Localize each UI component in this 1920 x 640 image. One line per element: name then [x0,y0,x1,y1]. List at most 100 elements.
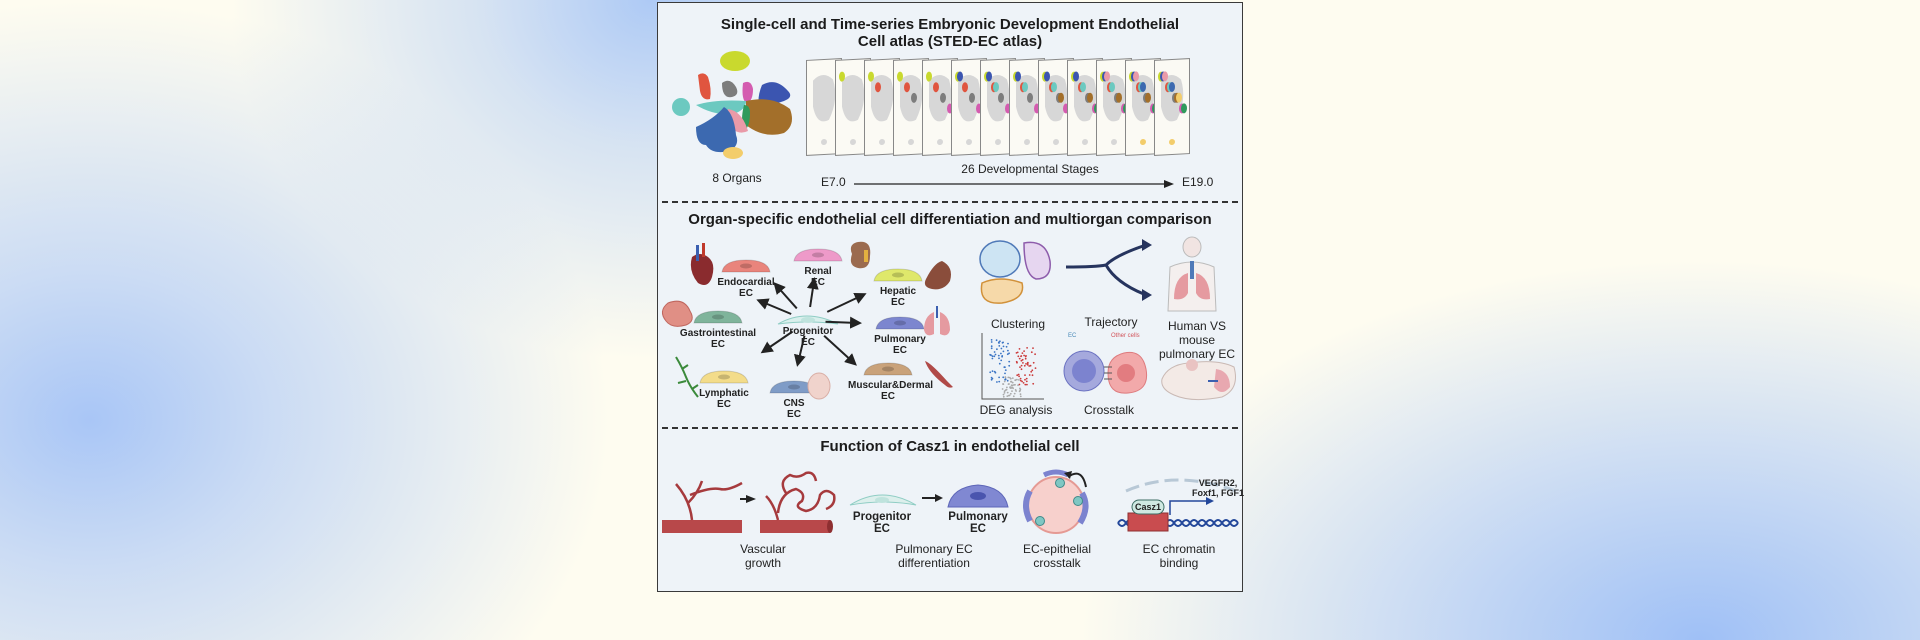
stage-cluster [1169,81,1175,93]
stage-cluster [1176,92,1182,103]
volcano-point [1002,395,1005,398]
volcano-point [997,354,1000,357]
volcano-point [1018,375,1020,378]
volcano-point [997,341,1000,344]
volcano-point [1008,394,1011,397]
volcano-point [1011,381,1014,384]
section3-title: Function of Casz1 in endothelial cell [820,438,1080,455]
stage-frame [893,58,929,156]
casz1-pulmonary-label: Pulmonary EC [938,511,1018,535]
volcano-point [1007,383,1010,385]
stage-cluster [998,92,1004,103]
volcano-point [1024,357,1027,360]
stage-umap [839,71,865,146]
volcano-point [1004,376,1007,378]
section2-title: Organ-specific endothelial cell differen… [688,211,1212,228]
stage-cluster [897,71,903,82]
stage-cluster [1015,71,1021,82]
volcano-point [1011,386,1014,389]
cell-type-label-line1: Pulmonary [874,334,926,345]
stage-frames [806,58,1226,159]
volcano-point [990,354,992,357]
endothelial-cell-icon [693,310,743,324]
ec-epithelial-line1: EC-epithelial [1022,542,1092,556]
volcano-point [1008,364,1011,367]
vascular-growth-label: Vascular growth [718,542,808,570]
volcano-point [1030,351,1033,354]
timeline-arrow [854,180,1174,188]
volcano-point [1006,353,1009,356]
clustering-label: Clustering [990,317,1046,331]
volcano-point [990,339,993,341]
volcano-point [1034,353,1036,356]
pulmonary-cell-icon [947,484,1009,508]
volcano-point [1026,383,1028,386]
muscle-icon [925,361,953,388]
volcano-point [1025,363,1027,365]
stage-cluster [1051,82,1057,93]
ec-tag: EC [1068,333,1076,339]
umap-cluster [722,80,738,98]
stage-frame [1096,58,1132,156]
cell-type-label-line2: EC [739,288,753,299]
differentiation-arrows [756,277,867,367]
pulmonary-differentiation-line1: Pulmonary EC [895,542,973,556]
stage-umap [984,71,1011,146]
progenitor-cell-icon [777,315,839,325]
cell-type-label-line1: Gastrointestinal [679,328,757,339]
volcano-point [1003,392,1006,394]
volcano-point [1007,376,1010,379]
volcano-point [995,339,998,342]
volcano-point [1001,341,1004,344]
endothelial-cell-icon [721,259,771,273]
stage-cluster [1133,71,1139,82]
volcano-point [1008,352,1010,355]
volcano-point [1011,377,1014,379]
volcano-point [1024,378,1026,381]
progenitor-label-line2: EC [801,337,815,348]
stage-cluster [1181,103,1187,114]
volcano-point [1016,351,1019,354]
volcano-point [1019,388,1022,391]
volcano-point [1003,366,1006,368]
volcano-point [1003,390,1006,393]
volcano-point [1020,368,1023,371]
stage-umap [1158,71,1187,146]
volcano-point [990,341,993,343]
volcano-point [998,380,1001,383]
endothelial-cell-icon [875,316,925,330]
volcano-point [1015,390,1017,392]
trajectory-label: Trajectory [1084,315,1138,329]
volcano-point [1009,377,1012,380]
stage-frame [1009,58,1045,156]
target-genes-line1: VEGFR2, [1198,478,1238,488]
stage-cluster [926,71,932,82]
stage-frame [980,58,1016,156]
volcano-point [1022,382,1025,384]
differentiation-arrow [922,494,943,502]
volcano-point [1007,349,1009,352]
volcano-point [1009,392,1012,395]
organs-label: 8 Organs [712,171,762,185]
differentiation-arrow [773,282,798,310]
volcano-point [1005,388,1008,391]
stage-frame [864,58,900,156]
differentiation-arrow [806,277,819,308]
volcano-point [991,377,994,380]
volcano-point [991,357,994,360]
volcano-point [998,345,1001,347]
stage-cluster [986,71,992,82]
umap-plot [672,51,792,159]
vascular-growth-icon [662,471,836,533]
comparison-line3: pulmonary EC [1158,347,1236,361]
stage-umap [955,71,982,146]
volcano-point [1019,366,1021,368]
volcano-point [1025,377,1028,380]
casz1-progenitor-line2: EC [874,523,890,535]
cell-type-label-line2: EC [711,339,725,350]
volcano-point [1023,350,1025,352]
stage-cluster [1027,92,1033,103]
